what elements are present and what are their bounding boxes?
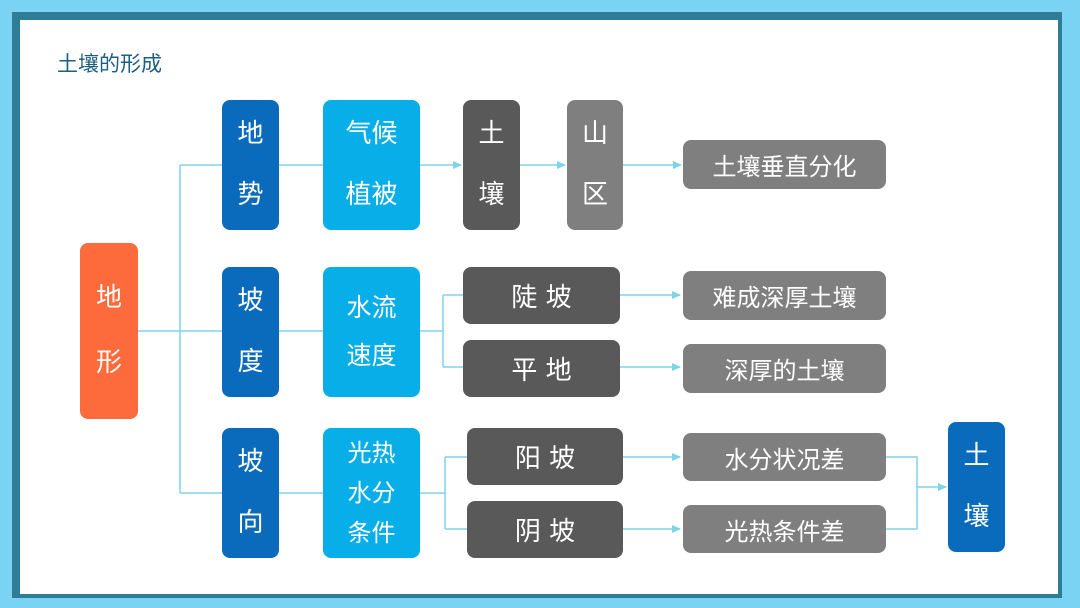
result-node-poor-heat: 光热条件差 <box>683 505 886 553</box>
result-node-vertical-zonation: 土壤垂直分化 <box>683 140 886 189</box>
branch-node-steep-slope: 陡 坡 <box>463 267 620 324</box>
result-node-poor-moisture: 水分状况差 <box>683 433 886 481</box>
final-node-soil: 土 壤 <box>948 422 1005 552</box>
effect-node-flow-velocity: 水流 速度 <box>323 267 420 397</box>
effect-node-heat-water: 光热 水分 条件 <box>323 428 420 558</box>
slide-canvas: 土壤的形成 <box>20 20 1058 594</box>
result-node-thin-soil: 难成深厚土壤 <box>683 271 886 320</box>
root-node-terrain: 地 形 <box>80 243 138 419</box>
branch-node-sunny-slope: 阳 坡 <box>467 428 623 485</box>
result-node-thick-soil: 深厚的土壤 <box>683 344 886 393</box>
slide-title: 土壤的形成 <box>57 52 162 76</box>
branch-node-shady-slope: 阴 坡 <box>467 501 623 558</box>
region-node-mountain: 山 区 <box>567 100 623 230</box>
factor-node-elevation: 地 势 <box>222 100 279 230</box>
factor-node-slope-aspect: 坡 向 <box>222 428 279 558</box>
factor-node-slope-gradient: 坡 度 <box>222 267 279 397</box>
connector-lines <box>138 161 947 533</box>
step-node-soil: 土 壤 <box>463 100 520 230</box>
effect-node-climate-vegetation: 气候 植被 <box>323 100 420 230</box>
row3-merge-bracket-line <box>886 456 918 530</box>
branch-node-flat-land: 平 地 <box>463 340 620 397</box>
